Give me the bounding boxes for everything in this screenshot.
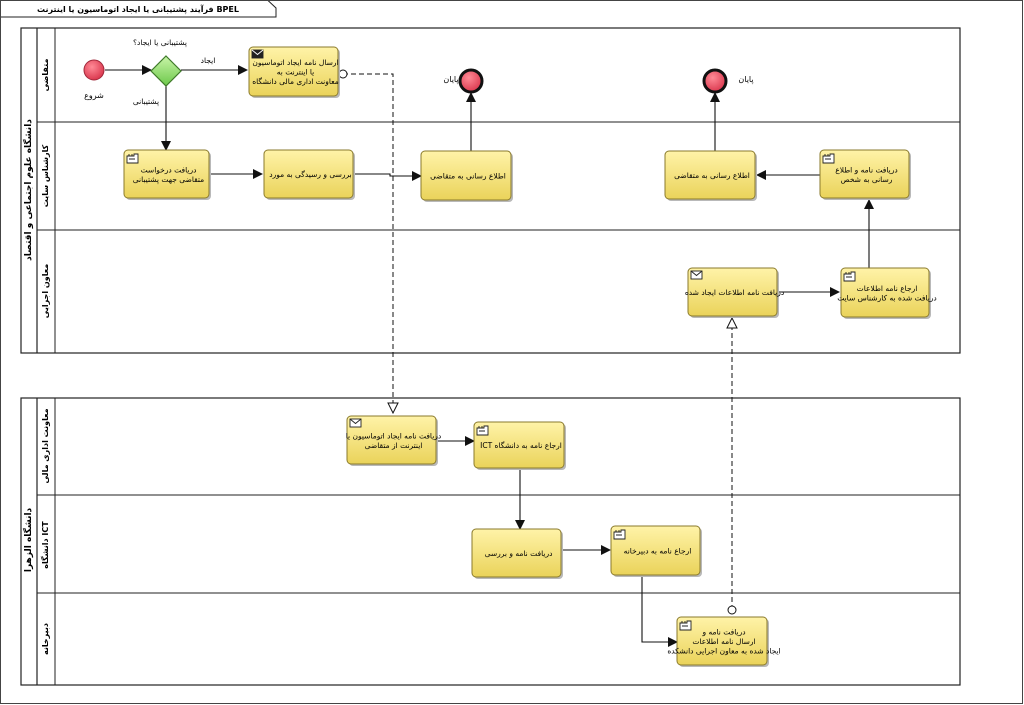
lane-label-executive-deputy: معاون اجرایی [41,264,50,318]
end-event-1-label: پایان [443,75,458,84]
task-label: اطلاع رسانی به متقاضی [430,172,506,181]
task-refer-to-ict: ارجاع نامه به دانشگاه ICT [473,421,566,470]
task-box [610,525,701,576]
task-box [346,415,437,465]
task-box [263,149,354,199]
start-event: شروع [83,59,105,100]
pool-1-label: دانشگاه علوم اجتماعی و اقتصاد [22,119,34,261]
task-box [840,267,930,318]
start-event-label: شروع [84,91,104,100]
hand-icon [126,153,139,164]
task-label: ارجاع نامه به دانشگاه ICT [480,441,562,450]
hand-icon [679,620,692,631]
end-event-1: پایان [443,68,484,94]
envelope-filled-icon [251,49,264,59]
lane-label-site-expert: کارشناس سایت [41,144,51,207]
task-receive-and-review: دریافت نامه و بررسی [471,528,563,579]
end-event-2: پایان [702,68,754,94]
envelope-icon [690,270,703,280]
task-label: ارجاع نامه به دبیرخانه [624,547,692,556]
message-flow-to-admin-finance [343,74,393,413]
hand-icon [843,271,856,282]
task-box [248,46,339,97]
lane-label-applicant: متقاضی [41,59,50,92]
task-refer-to-secretariat: ارجاع نامه به دبیرخانه [610,525,702,577]
task-inform-applicant-1: اطلاع رسانی به متقاضی [420,150,513,202]
task-box [471,528,562,578]
task-box [473,421,565,469]
hand-icon [613,529,626,540]
task-label: اطلاع رسانی به متقاضی [674,171,750,180]
task-box [123,149,210,199]
task-box [664,150,756,200]
task-label: دریافت نامه و بررسی [485,549,553,558]
end-event-2-label: پایان [738,75,753,84]
task-box [676,616,768,666]
lane-label-ict: ICT دانشگاه [40,521,50,569]
gateway-branch-support: پشتیبانی [133,97,159,106]
lane-label-secretariat: دبیرخانه [41,623,50,655]
diagram-title: BPEL فرآیند پشتیبانی یا ایجاد اتوماسیون … [37,4,239,14]
envelope-icon [349,418,362,428]
gateway-branch-create: ایجاد [201,56,216,65]
task-review: بررسی و رسیدگی به مورد [263,149,355,200]
exclusive-gateway: پشتیبانی یا ایجاد؟ ایجاد پشتیبانی [133,38,215,106]
title-tab: BPEL فرآیند پشتیبانی یا ایجاد اتوماسیون … [0,0,277,18]
hand-icon [476,425,489,436]
task-label: بررسی و رسیدگی به مورد [269,170,351,179]
message-flows [343,74,732,610]
task-box [819,149,910,199]
task-label: دریافت نامه اطلاعات ایجاد شده [685,288,784,297]
task-inform-applicant-2: اطلاع رسانی به متقاضی [664,150,757,201]
task-box [420,150,512,201]
hand-icon [822,153,835,164]
gateway-question: پشتیبانی یا ایجاد؟ [133,38,187,47]
pool-2-label: دانشگاه الزهرا [22,507,34,572]
task-box [687,267,778,317]
lane-label-admin-finance: معاونت اداری مالی [41,408,50,483]
sequence-flows [105,65,874,647]
task-receive-info-letter: دریافت نامه اطلاعات ایجاد شده [685,267,784,318]
flow-secretariat-to-send [641,575,678,647]
